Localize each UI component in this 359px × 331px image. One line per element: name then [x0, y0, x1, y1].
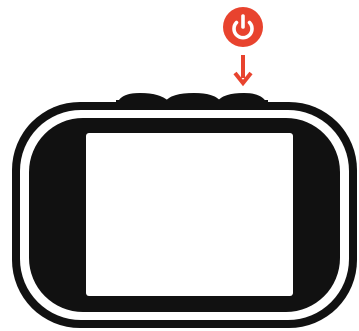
device-screen: [86, 133, 293, 296]
arrow-down-icon: [235, 55, 251, 83]
handheld-device: [12, 102, 357, 328]
power-icon: [223, 7, 263, 47]
